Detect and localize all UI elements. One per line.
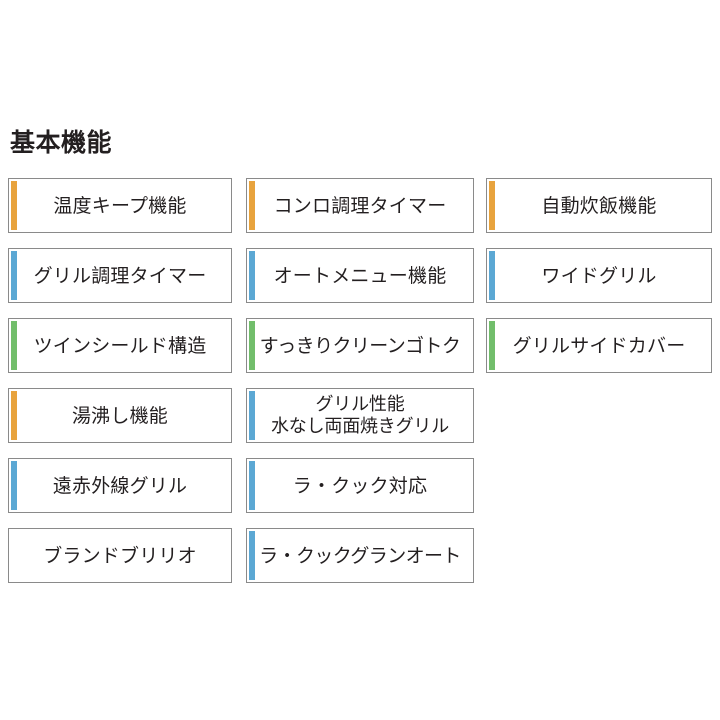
accent-bar-green	[11, 321, 17, 370]
accent-bar-blue	[249, 531, 255, 580]
accent-bar-blue	[11, 461, 17, 510]
feature-label: 温度キープ機能	[53, 194, 187, 217]
accent-bar-blue	[249, 461, 255, 510]
feature-box[interactable]: ツインシールド構造	[8, 318, 232, 373]
feature-label: ツインシールド構造	[33, 334, 207, 357]
feature-box[interactable]: 温度キープ機能	[8, 178, 232, 233]
feature-label: すっきりクリーンゴトク	[259, 334, 461, 357]
feature-box[interactable]: ラ・クックグランオート	[246, 528, 474, 583]
feature-box[interactable]: 湯沸し機能	[8, 388, 232, 443]
accent-bar-orange	[249, 181, 255, 230]
feature-box[interactable]: ブランドブリリオ	[8, 528, 232, 583]
feature-row: 遠赤外線グリル ラ・クック対応	[0, 458, 720, 528]
feature-label: オートメニュー機能	[273, 264, 447, 287]
accent-bar-green	[249, 321, 255, 370]
accent-bar-orange	[11, 181, 17, 230]
feature-row: グリル調理タイマー オートメニュー機能 ワイドグリル	[0, 248, 720, 318]
feature-label: 湯沸し機能	[71, 404, 168, 427]
feature-row: 湯沸し機能 グリル性能 水なし両面焼きグリル	[0, 388, 720, 458]
feature-label: コンロ調理タイマー	[273, 194, 447, 217]
feature-box[interactable]: オートメニュー機能	[246, 248, 474, 303]
feature-box[interactable]: ワイドグリル	[486, 248, 712, 303]
feature-label: ワイドグリル	[541, 264, 657, 287]
feature-grid: 温度キープ機能 コンロ調理タイマー 自動炊飯機能グリル調理タイマー オートメニュー機能…	[0, 178, 720, 598]
feature-box[interactable]: 遠赤外線グリル	[8, 458, 232, 513]
feature-row: ツインシールド構造 すっきりクリーンゴトク グリルサイドカバー	[0, 318, 720, 388]
feature-label: グリル性能 水なし両面焼きグリル	[271, 393, 449, 437]
feature-label: ラ・クック対応	[292, 474, 428, 497]
feature-box[interactable]: すっきりクリーンゴトク	[246, 318, 474, 373]
accent-bar-blue	[249, 391, 255, 440]
feature-box[interactable]: グリルサイドカバー	[486, 318, 712, 373]
feature-label: 自動炊飯機能	[541, 194, 657, 217]
feature-label: ラ・クックグランオート	[259, 544, 461, 567]
feature-label: グリルサイドカバー	[512, 334, 686, 357]
accent-bar-orange	[11, 391, 17, 440]
feature-row: ブランドブリリオ ラ・クックグランオート	[0, 528, 720, 598]
page-title: 基本機能	[10, 128, 113, 157]
accent-bar-blue	[11, 251, 17, 300]
feature-label: グリル調理タイマー	[33, 264, 207, 287]
feature-box[interactable]: グリル調理タイマー	[8, 248, 232, 303]
feature-box[interactable]: コンロ調理タイマー	[246, 178, 474, 233]
feature-box[interactable]: グリル性能 水なし両面焼きグリル	[246, 388, 474, 443]
accent-bar-green	[489, 321, 495, 370]
feature-label: 遠赤外線グリル	[52, 474, 188, 497]
feature-label: ブランドブリリオ	[43, 544, 197, 567]
feature-box[interactable]: ラ・クック対応	[246, 458, 474, 513]
accent-bar-blue	[489, 251, 495, 300]
feature-row: 温度キープ機能 コンロ調理タイマー 自動炊飯機能	[0, 178, 720, 248]
accent-bar-blue	[249, 251, 255, 300]
accent-bar-orange	[489, 181, 495, 230]
feature-box[interactable]: 自動炊飯機能	[486, 178, 712, 233]
